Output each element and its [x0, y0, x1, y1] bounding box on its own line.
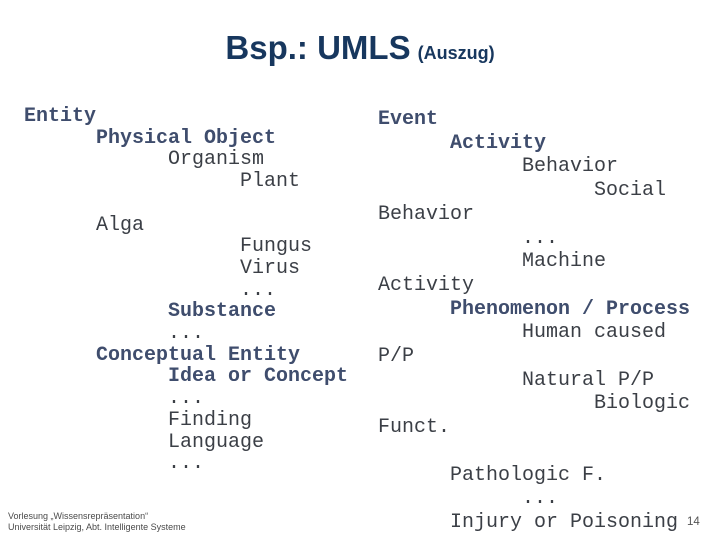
tree-item: Phenomenon / Process: [450, 297, 691, 321]
tree-item: Alga: [96, 213, 145, 237]
footer-line-2: Universität Leipzig, Abt. Intelligente S…: [8, 521, 186, 532]
tree-item: ...: [168, 387, 205, 411]
tree-item: Substance: [168, 300, 277, 324]
tree-item: Social: [594, 179, 667, 203]
tree-item: Entity: [24, 105, 97, 128]
title-suffix: (Auszug): [417, 43, 495, 63]
footer-line-1: Vorlesung „Wissensrepräsentation“: [8, 511, 149, 521]
footer: Vorlesung „Wissensrepräsentation“ Univer…: [8, 511, 186, 532]
tree-item: Pathologic F.: [450, 463, 607, 487]
tree-item: Activity: [450, 131, 547, 155]
tree-item: Plant: [240, 170, 301, 194]
tree-item: Human caused: [522, 321, 667, 345]
tree-item: Machine: [522, 250, 607, 274]
tree-item: Finding: [168, 408, 253, 432]
tree-item: Language: [168, 430, 265, 454]
tree-item: ...: [168, 322, 205, 346]
tree-item: Injury or Poisoning: [450, 510, 679, 534]
tree-item: ...: [522, 487, 559, 511]
tree-item: Fungus: [240, 235, 313, 259]
page-number: 14: [687, 516, 700, 528]
tree-item: Behavior: [378, 202, 475, 226]
tree-item: Biologic: [594, 392, 691, 416]
tree-item: Funct.: [378, 416, 451, 440]
tree-item: Organism: [168, 148, 265, 172]
tree-item: Event: [378, 108, 439, 131]
tree-item: Activity: [378, 273, 475, 297]
slide-title: Bsp.: UMLS (Auszug): [0, 30, 720, 71]
tree-item: Behavior: [522, 155, 619, 179]
tree-item: Idea or Concept: [168, 365, 349, 389]
tree-item: P/P: [378, 345, 415, 369]
tree-item: Natural P/P: [522, 368, 655, 392]
tree-item: ...: [168, 452, 205, 476]
tree-item: ...: [522, 226, 559, 250]
tree-item: Conceptual Entity: [96, 343, 301, 367]
tree-item: ...: [240, 278, 277, 302]
tree-item: Virus: [240, 256, 301, 280]
tree-item: Physical Object: [96, 126, 277, 150]
title-main: Bsp.: UMLS: [225, 29, 411, 66]
